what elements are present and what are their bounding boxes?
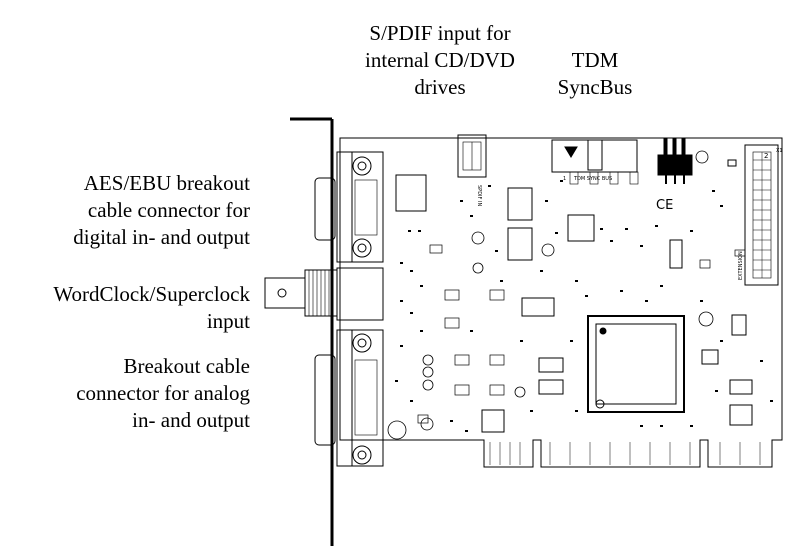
aes-ebu-connector-label: AES/EBU breakout cable connector for dig… — [73, 171, 250, 249]
integrated-circuits — [395, 159, 753, 433]
smd-pads — [395, 180, 773, 432]
ce-mark: CE — [656, 198, 673, 213]
pcb-outline — [339, 137, 783, 468]
spdif-input-label: S/PDIF input for internal CD/DVD drives — [365, 21, 515, 99]
analog-dsub-connector — [314, 329, 384, 467]
capacitors — [387, 150, 714, 440]
mounting-bracket — [290, 117, 334, 546]
wordclock-input-label: WordClock/Superclock input — [53, 282, 250, 333]
aes-ebu-dsub-connector — [314, 151, 384, 263]
passive-components — [417, 244, 746, 424]
pin-one-label: 1 — [563, 176, 566, 182]
sync-bus-mark: TDM SYNC BUS — [573, 176, 612, 182]
pin-two-label: 2 — [764, 152, 768, 160]
analog-connector-label: Breakout cable connector for analog in- … — [76, 354, 250, 432]
spdif-header-mark: SPDIF IN — [476, 185, 482, 206]
jumper-header — [657, 137, 693, 176]
tdm-syncbus-header — [551, 139, 639, 185]
ribbon-extension-header — [744, 144, 779, 286]
spdif-input-header — [457, 134, 487, 178]
tdm-syncbus-label: TDM SyncBus — [557, 48, 633, 99]
main-dsp-chip — [587, 315, 685, 413]
ribbon-header-mark: EXTENSION — [738, 251, 744, 280]
connector-x-label: X1 — [776, 148, 783, 154]
bnc-wordclock-connector — [264, 267, 384, 321]
pin-one-marker — [564, 146, 578, 158]
edge-connector-fingers — [489, 442, 761, 465]
